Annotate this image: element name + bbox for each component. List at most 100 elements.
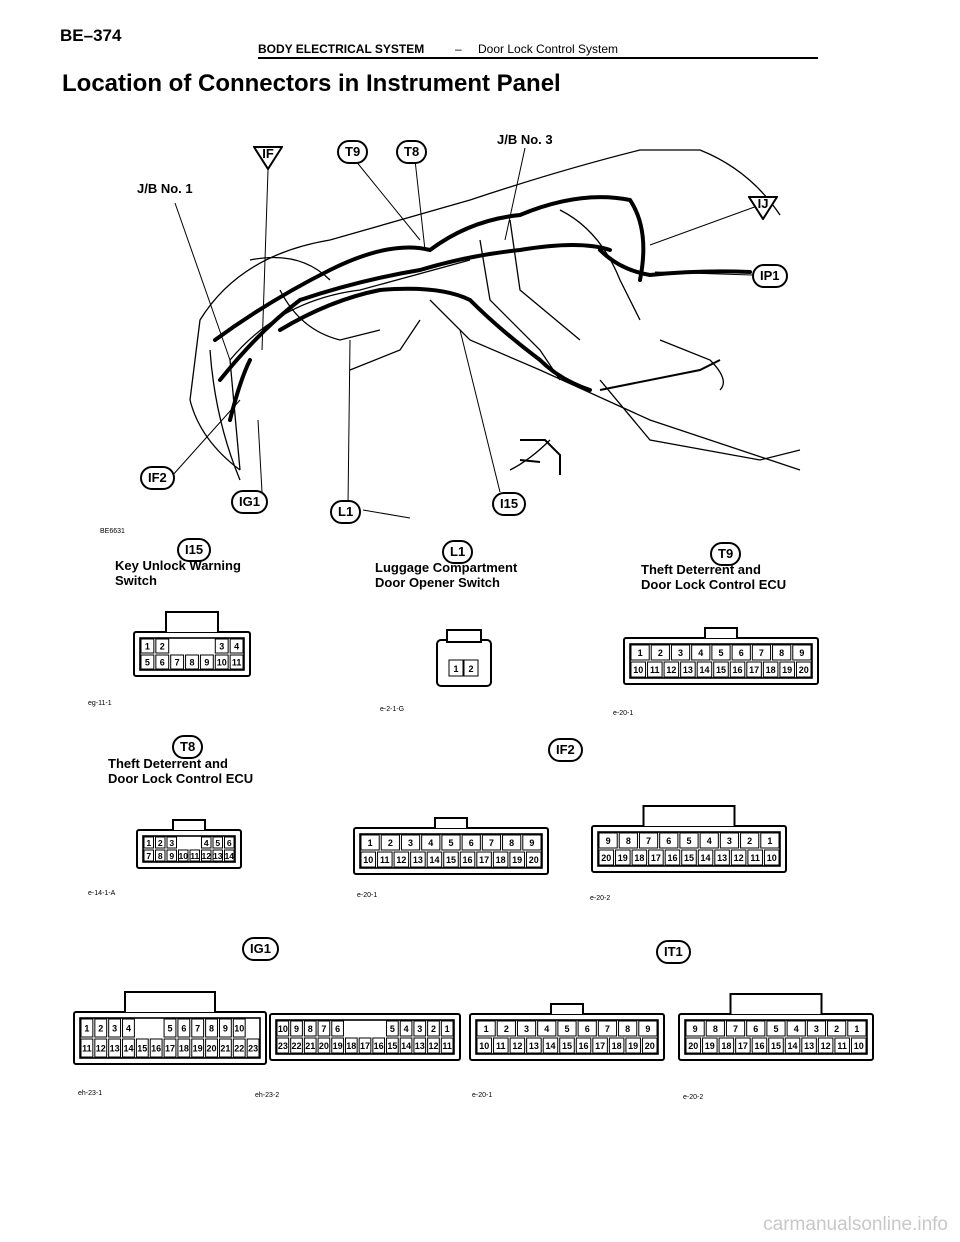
connector-ig1-tag: IG1 bbox=[242, 937, 279, 961]
connector-pin: 19 bbox=[509, 851, 525, 868]
connector-pin: 7 bbox=[191, 1018, 205, 1038]
connector-pin: 6 bbox=[577, 1020, 597, 1037]
connector-pin: 4 bbox=[122, 1018, 135, 1038]
connector-if2-tag: IF2 bbox=[548, 738, 583, 762]
svg-text:6: 6 bbox=[469, 838, 474, 848]
connector-pin: 20 bbox=[598, 849, 615, 866]
svg-text:4: 4 bbox=[428, 838, 433, 848]
connector-pin: 6 bbox=[177, 1018, 191, 1038]
connector-pin: 2 bbox=[427, 1020, 440, 1037]
svg-text:13: 13 bbox=[415, 1041, 425, 1051]
svg-text:14: 14 bbox=[401, 1041, 411, 1051]
svg-text:20: 20 bbox=[645, 1041, 655, 1051]
connector-pin: 17 bbox=[163, 1038, 177, 1058]
connector-pin: 12 bbox=[817, 1037, 834, 1054]
connector-l1-tag: L1 bbox=[442, 540, 474, 564]
connector-pin: 9 bbox=[218, 1018, 232, 1038]
svg-text:6: 6 bbox=[335, 1024, 340, 1034]
svg-text:2: 2 bbox=[388, 838, 393, 848]
connector-pin: 13 bbox=[680, 661, 696, 678]
connector-pin: 14 bbox=[784, 1037, 801, 1054]
svg-text:14: 14 bbox=[429, 855, 439, 865]
svg-text:20: 20 bbox=[207, 1044, 217, 1054]
svg-text:16: 16 bbox=[374, 1041, 384, 1051]
connector-pin: 12 bbox=[393, 851, 410, 868]
svg-text:14: 14 bbox=[701, 853, 711, 863]
svg-text:9: 9 bbox=[223, 1024, 228, 1034]
svg-text:17: 17 bbox=[479, 855, 489, 865]
svg-text:6: 6 bbox=[739, 648, 744, 658]
connector-t8-tag: T8 bbox=[172, 735, 204, 759]
svg-text:8: 8 bbox=[189, 658, 194, 668]
connector-pin: 15 bbox=[768, 1037, 784, 1054]
connector-pin: 5 bbox=[212, 836, 223, 849]
connector-pin: 7 bbox=[638, 832, 659, 849]
svg-text:10: 10 bbox=[178, 851, 188, 861]
connector-pin: 16 bbox=[751, 1037, 768, 1054]
connector-pin: 12 bbox=[94, 1038, 108, 1058]
connector-pin: 12 bbox=[427, 1037, 440, 1054]
svg-text:11: 11 bbox=[380, 855, 390, 865]
connector-pin: 7 bbox=[597, 1020, 618, 1037]
t9-tag: T9 bbox=[337, 140, 369, 164]
svg-text:19: 19 bbox=[618, 853, 628, 863]
svg-text:6: 6 bbox=[585, 1024, 590, 1034]
header-section: BODY ELECTRICAL SYSTEM bbox=[258, 42, 425, 56]
connector-pin: 3 bbox=[214, 638, 229, 654]
connector-pin: 17 bbox=[592, 1037, 608, 1054]
svg-text:7: 7 bbox=[733, 1024, 738, 1034]
connector-pin: 6 bbox=[461, 834, 481, 851]
connector-pin: 19 bbox=[702, 1037, 718, 1054]
connector-pin: 7 bbox=[170, 654, 185, 670]
connector-pin: 8 bbox=[772, 644, 792, 661]
connector-pin: 4 bbox=[699, 832, 719, 849]
svg-text:1: 1 bbox=[767, 836, 772, 846]
svg-text:18: 18 bbox=[721, 1041, 731, 1051]
footer-watermark: carmanualsonline.info bbox=[763, 1214, 948, 1235]
svg-text:1: 1 bbox=[145, 642, 150, 652]
svg-text:4: 4 bbox=[794, 1024, 799, 1034]
svg-text:8: 8 bbox=[713, 1024, 718, 1034]
connector-pin: 15 bbox=[713, 661, 729, 678]
connector-pin: 5 bbox=[386, 1020, 399, 1037]
connector-pin: 17 bbox=[476, 851, 492, 868]
connector-code: e-20-2 bbox=[683, 1094, 704, 1101]
svg-text:14: 14 bbox=[699, 665, 709, 675]
connector-pin: 5 bbox=[766, 1020, 786, 1037]
svg-text:20: 20 bbox=[529, 855, 539, 865]
svg-text:13: 13 bbox=[110, 1044, 120, 1054]
connector-pin: 15 bbox=[681, 849, 697, 866]
svg-text:20: 20 bbox=[319, 1041, 329, 1051]
svg-text:6: 6 bbox=[181, 1024, 186, 1034]
svg-text:1: 1 bbox=[368, 838, 373, 848]
connector-code: eh-23-1 bbox=[78, 1090, 103, 1097]
svg-text:11: 11 bbox=[650, 665, 660, 675]
connector-code: e-20-1 bbox=[357, 892, 378, 899]
connector-i15-name: Key Unlock Warning Switch bbox=[115, 558, 241, 588]
connector-pin: 9 bbox=[685, 1020, 705, 1037]
svg-text:19: 19 bbox=[628, 1041, 638, 1051]
svg-text:4: 4 bbox=[698, 648, 703, 658]
connector-pin: 10 bbox=[850, 1037, 867, 1054]
svg-text:15: 15 bbox=[684, 853, 694, 863]
svg-text:9: 9 bbox=[693, 1024, 698, 1034]
svg-text:5: 5 bbox=[448, 838, 453, 848]
connector-pin: 9 bbox=[792, 644, 812, 661]
connector-t8-name: Theft Deterrent and Door Lock Control EC… bbox=[108, 756, 254, 786]
svg-text:5: 5 bbox=[564, 1024, 569, 1034]
connector-pin: 4 bbox=[691, 644, 711, 661]
connector-pin: 11 bbox=[647, 661, 663, 678]
svg-text:11: 11 bbox=[82, 1044, 92, 1054]
connector-i15-tag: I15 bbox=[177, 538, 212, 562]
svg-text:7: 7 bbox=[146, 851, 151, 861]
svg-text:13: 13 bbox=[213, 851, 223, 861]
connector-pin: 10 bbox=[178, 849, 189, 862]
connector-pin: 6 bbox=[731, 644, 751, 661]
connector-pin: 5 bbox=[140, 654, 155, 670]
svg-text:2: 2 bbox=[834, 1024, 839, 1034]
connector-pin: 14 bbox=[122, 1038, 135, 1058]
connector-pin: 13 bbox=[714, 849, 730, 866]
svg-text:10: 10 bbox=[479, 1041, 489, 1051]
svg-text:14: 14 bbox=[788, 1041, 798, 1051]
